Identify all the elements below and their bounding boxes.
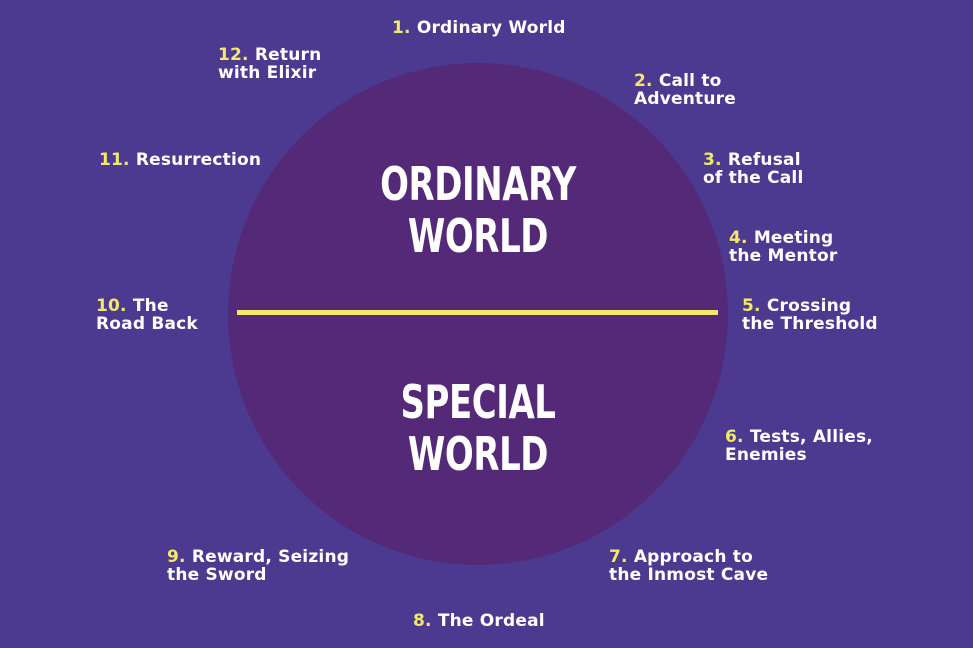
stage-1-ordinary-world: 1. Ordinary World <box>392 19 566 37</box>
stage-label: Resurrection <box>135 150 262 170</box>
stage-label: the Sword <box>167 565 267 585</box>
stage-label: Ordinary World <box>416 18 566 38</box>
stage-label: the Mentor <box>729 246 838 266</box>
stage-label: Crossing <box>766 296 852 316</box>
stage-label: Reward, Seizing <box>191 547 350 567</box>
stage-label: Enemies <box>725 445 807 465</box>
stage-label: the Threshold <box>742 314 878 334</box>
stage-number: 9. <box>167 547 186 567</box>
world-divider-line <box>237 310 718 315</box>
stage-number: 2. <box>634 71 653 91</box>
stage-9-reward-seizing-the-sword: 9. Reward, Seizing the Sword <box>167 548 349 584</box>
stage-7-approach-to-the-inmost-cave: 7. Approach to the Inmost Cave <box>609 548 768 584</box>
stage-3-refusal-of-the-call: 3. Refusal of the Call <box>703 151 803 187</box>
stage-label: The <box>132 296 169 316</box>
stage-number: 11. <box>99 150 130 170</box>
stage-11-resurrection: 11. Resurrection <box>99 151 261 169</box>
stage-number: 4. <box>729 228 748 248</box>
stage-label: Refusal <box>727 150 801 170</box>
stage-6-tests-allies-enemies: 6. Tests, Allies, Enemies <box>725 428 873 464</box>
ordinary-world-heading-line: ORDINARY <box>380 157 576 211</box>
stage-number: 12. <box>218 45 249 65</box>
stage-label: Meeting <box>753 228 834 248</box>
stage-number: 1. <box>392 18 411 38</box>
stage-label: Approach to <box>633 547 753 567</box>
stage-2-call-to-adventure: 2. Call to Adventure <box>634 72 736 108</box>
stage-10-the-road-back: 10. The Road Back <box>96 297 198 333</box>
special-world-heading: SPECIAL WORLD <box>355 376 601 480</box>
ordinary-world-heading-line: WORLD <box>407 209 549 263</box>
stage-number: 6. <box>725 427 744 447</box>
ordinary-world-heading: ORDINARY WORLD <box>355 158 601 262</box>
stage-number: 7. <box>609 547 628 567</box>
stage-label: of the Call <box>703 168 804 188</box>
special-world-heading-line: SPECIAL <box>400 375 556 429</box>
stage-label: Road Back <box>96 314 198 334</box>
stage-label: Call to <box>658 71 722 91</box>
stage-4-meeting-the-mentor: 4. Meeting the Mentor <box>729 229 837 265</box>
stage-label: with Elixir <box>218 63 317 83</box>
stage-number: 3. <box>703 150 722 170</box>
stage-label: Return <box>254 45 322 65</box>
stage-number: 10. <box>96 296 127 316</box>
special-world-heading-line: WORLD <box>407 427 549 481</box>
stage-label: the Inmost Cave <box>609 565 769 585</box>
stage-number: 5. <box>742 296 761 316</box>
stage-5-crossing-the-threshold: 5. Crossing the Threshold <box>742 297 878 333</box>
stage-number: 8. <box>413 611 432 631</box>
stage-label: The Ordeal <box>437 611 545 631</box>
stage-label: Tests, Allies, <box>749 427 873 447</box>
stage-12-return-with-elixir: 12. Return with Elixir <box>218 46 321 82</box>
stage-8-the-ordeal: 8. The Ordeal <box>413 612 545 630</box>
stage-label: Adventure <box>634 89 736 109</box>
